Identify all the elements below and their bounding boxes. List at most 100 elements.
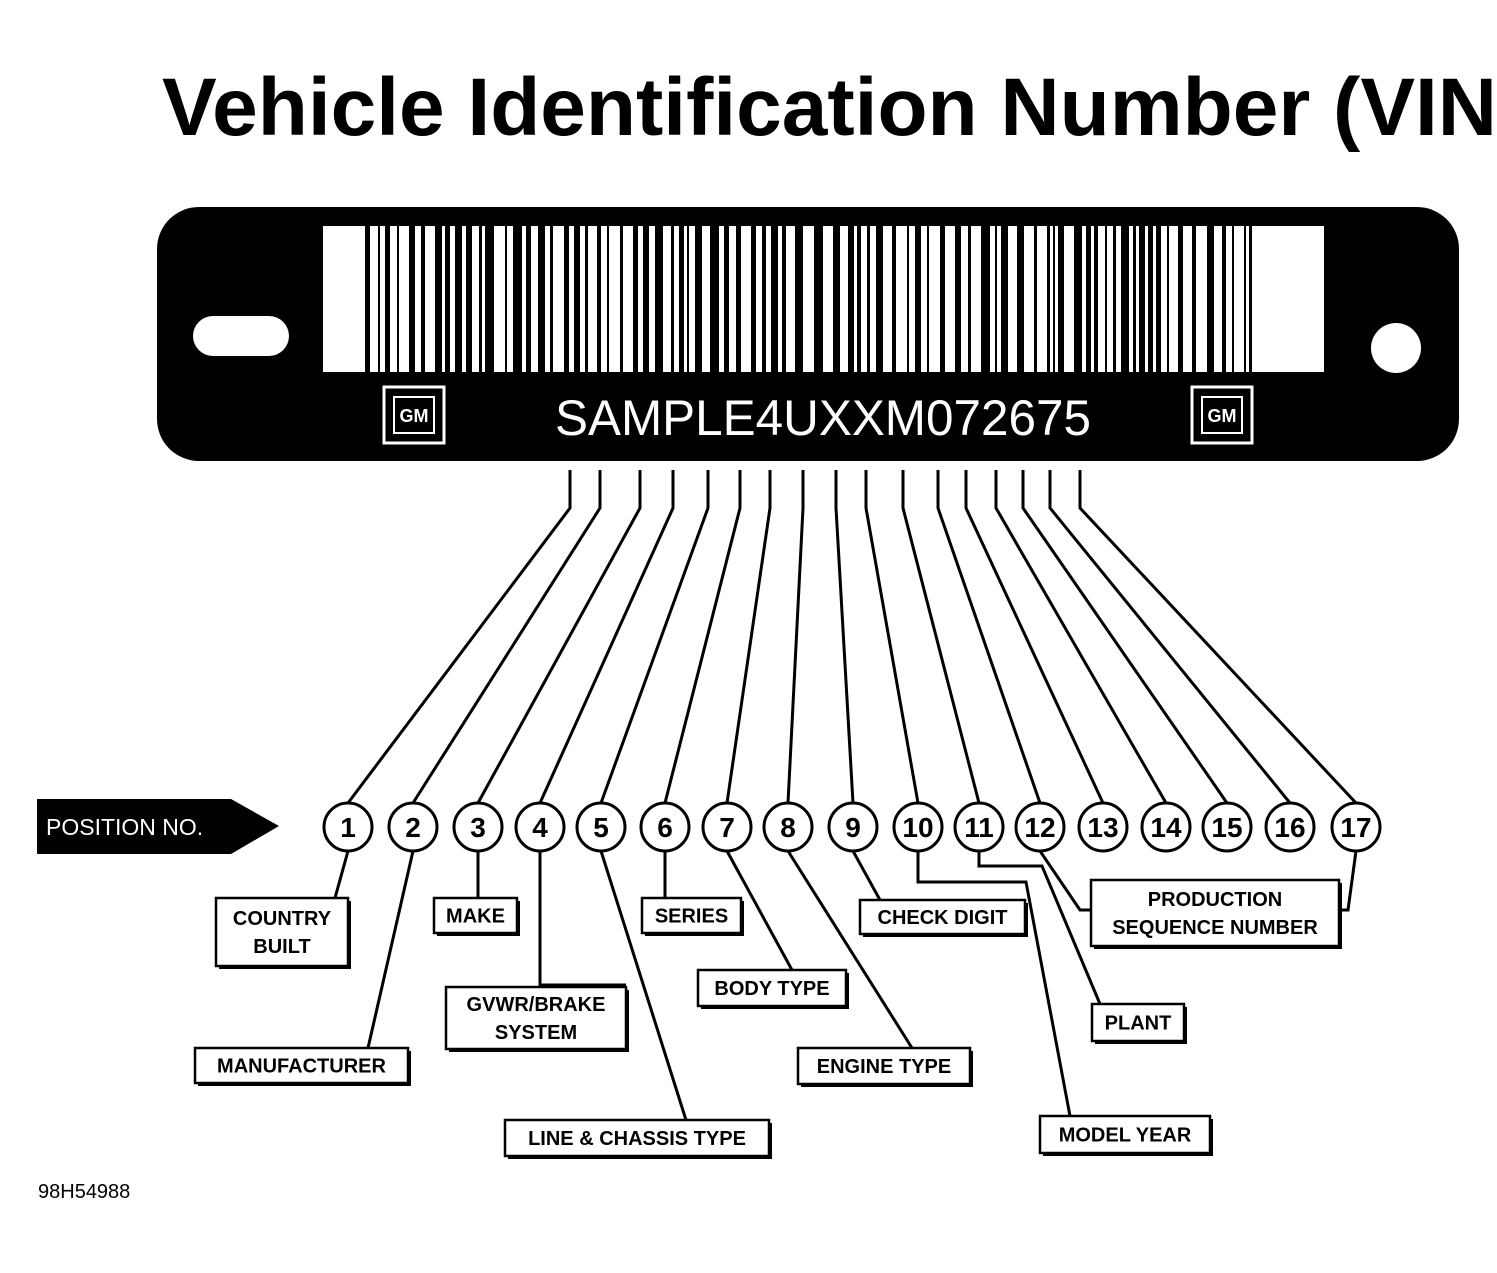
figure-code: 98H54988 xyxy=(38,1181,130,1203)
barcode-bar xyxy=(981,226,990,372)
barcode-bar xyxy=(1232,226,1234,372)
label-text: MODEL YEAR xyxy=(1059,1125,1192,1147)
barcode-bar xyxy=(1156,226,1161,372)
barcode-bar xyxy=(1058,226,1064,372)
label-box-frame xyxy=(193,1046,410,1085)
barcode-bar xyxy=(892,226,896,372)
barcode-bar xyxy=(736,226,741,372)
barcode-area xyxy=(323,226,1324,372)
barcode-bar xyxy=(633,226,638,372)
label-text: BODY TYPE xyxy=(714,978,829,1000)
position-circle: 3 xyxy=(452,801,504,853)
barcode-bar xyxy=(607,226,609,372)
barcode-bar xyxy=(857,226,861,372)
position-number: 16 xyxy=(1274,812,1305,843)
barcode-bar xyxy=(643,226,649,372)
position-number: 12 xyxy=(1024,812,1055,843)
position-number: 5 xyxy=(593,812,609,843)
position-circle: 2 xyxy=(387,801,439,853)
label-connector xyxy=(851,850,882,901)
label-box: LINE & CHASSIS TYPE xyxy=(503,1118,772,1159)
leader-line xyxy=(964,470,1105,804)
barcode-bar xyxy=(968,226,971,372)
label-connector xyxy=(538,851,626,987)
label-text: LINE & CHASSIS TYPE xyxy=(528,1128,746,1150)
barcode-bar xyxy=(435,226,442,372)
barcode-bar xyxy=(1207,226,1214,372)
label-connector xyxy=(786,850,914,1049)
barcode-bar xyxy=(751,226,756,372)
barcode-bar xyxy=(1121,226,1129,372)
vin-plate: GM GM SAMPLE4UXXM072675 xyxy=(157,207,1459,461)
leader-line xyxy=(864,470,920,804)
leader-line xyxy=(901,470,981,804)
leader-line xyxy=(834,470,855,804)
label-text: MANUFACTURER xyxy=(217,1056,386,1078)
position-circle: 17 xyxy=(1330,801,1382,853)
barcode-bar xyxy=(1001,226,1008,372)
leader-line xyxy=(1021,470,1229,804)
leader-lines xyxy=(346,470,1358,805)
position-number: 17 xyxy=(1340,812,1371,843)
label-text: SEQUENCE NUMBER xyxy=(1112,917,1318,939)
barcode-bar xyxy=(927,226,929,372)
label-box-frame xyxy=(503,1118,771,1158)
barcode-bar xyxy=(574,226,580,372)
label-text: PLANT xyxy=(1105,1013,1172,1035)
label-connector xyxy=(977,851,1102,1005)
label-connector xyxy=(725,850,794,971)
label-text: MAKE xyxy=(446,906,505,928)
label-box: MAKE xyxy=(432,896,520,936)
position-circle: 9 xyxy=(827,801,879,853)
barcode-bar xyxy=(940,226,945,372)
label-text: COUNTRY xyxy=(233,908,332,930)
barcode-bar xyxy=(762,226,766,372)
barcode-bar xyxy=(814,226,823,372)
barcode-bar xyxy=(620,226,623,372)
barcode-bar xyxy=(907,226,909,372)
gm-logo-left-text: GM xyxy=(400,406,429,426)
barcode-bar xyxy=(479,226,482,372)
barcode-bar xyxy=(1244,226,1246,372)
position-circle: 6 xyxy=(639,801,691,853)
label-box-frame xyxy=(1038,1114,1212,1155)
label-connector xyxy=(1038,850,1091,912)
label-connectors xyxy=(333,850,1358,1121)
barcode-bar xyxy=(655,226,663,372)
position-number: 2 xyxy=(405,812,421,843)
barcode-bar xyxy=(526,226,531,372)
barcode-bar xyxy=(409,226,415,372)
position-circle: 15 xyxy=(1201,801,1253,853)
position-number: 7 xyxy=(719,812,735,843)
label-box-frame xyxy=(796,1046,972,1086)
leader-line xyxy=(599,470,710,804)
barcode-bar xyxy=(671,226,674,372)
label-box: ENGINE TYPE xyxy=(796,1046,973,1087)
barcode xyxy=(365,226,1252,372)
position-circle: 16 xyxy=(1264,801,1316,853)
position-circle-outline xyxy=(1077,801,1129,853)
barcode-bar xyxy=(1074,226,1082,372)
barcode-bar xyxy=(995,226,997,372)
barcode-bar xyxy=(466,226,472,372)
barcode-bar xyxy=(724,226,729,372)
position-number: 1 xyxy=(340,812,356,843)
barcode-bar xyxy=(585,226,588,372)
position-circle: 13 xyxy=(1077,801,1129,853)
barcode-bar xyxy=(1113,226,1116,372)
barcode-bar xyxy=(876,226,883,372)
barcode-bar xyxy=(550,226,553,372)
position-circle: 12 xyxy=(1014,801,1066,853)
barcode-bar xyxy=(679,226,684,372)
gm-logo-right: GM xyxy=(1190,385,1254,445)
position-number: 14 xyxy=(1150,812,1182,843)
barcode-bar xyxy=(1167,226,1169,372)
position-circle: 10 xyxy=(892,801,944,853)
position-label: POSITION NO. xyxy=(46,814,203,840)
position-number: 6 xyxy=(657,812,673,843)
leader-line xyxy=(1078,470,1358,805)
position-circle-outline xyxy=(1201,801,1253,853)
barcode-bar xyxy=(915,226,921,372)
